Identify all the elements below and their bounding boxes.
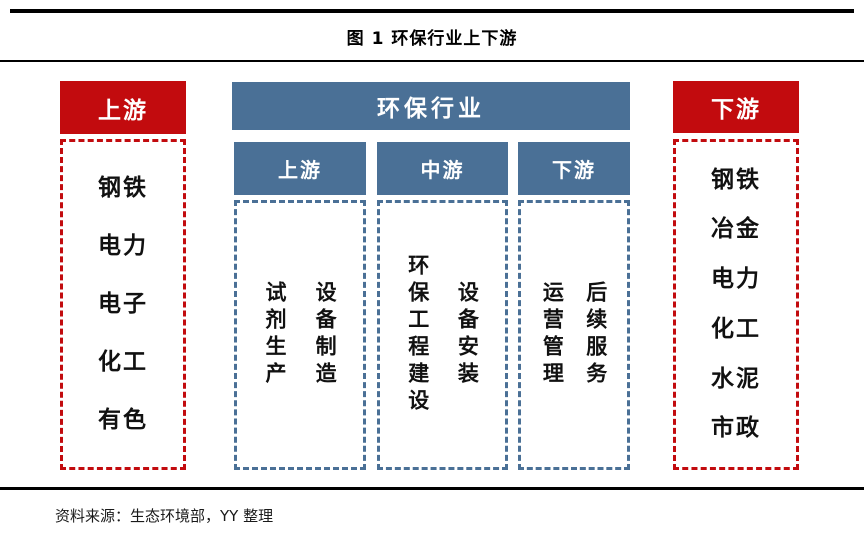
bottom-divider xyxy=(0,487,864,490)
segment-box-downstream: 运营管理 后续服务 xyxy=(518,200,630,470)
segment-item: 设备安装 xyxy=(455,281,480,389)
figure-title: 图 1 环保行业上下游 xyxy=(346,29,518,49)
segment-header-midstream: 中游 xyxy=(377,142,508,195)
upstream-item: 有色 xyxy=(98,407,148,433)
downstream-item: 市政 xyxy=(711,415,761,442)
upstream-item: 电力 xyxy=(98,233,148,259)
downstream-item: 化工 xyxy=(711,315,761,342)
downstream-item: 水泥 xyxy=(711,365,761,392)
upstream-item: 钢铁 xyxy=(98,175,148,201)
downstream-box: 钢铁 冶金 电力 化工 水泥 市政 xyxy=(673,139,799,470)
upstream-box: 钢铁 电力 电子 化工 有色 xyxy=(60,139,186,470)
downstream-item: 冶金 xyxy=(711,216,761,243)
industry-header: 环保行业 xyxy=(232,82,630,130)
segment-item: 设备制造 xyxy=(313,281,338,389)
segment-item: 试剂生产 xyxy=(263,281,288,389)
downstream-item: 电力 xyxy=(711,266,761,293)
segment-header-downstream: 下游 xyxy=(518,142,630,195)
downstream-item: 钢铁 xyxy=(711,166,761,193)
upstream-item: 电子 xyxy=(98,291,148,317)
title-divider xyxy=(0,60,864,62)
source-note: 资料来源：生态环境部，YY 整理 xyxy=(55,507,274,525)
upstream-item: 化工 xyxy=(98,349,148,375)
segment-item: 后续服务 xyxy=(583,281,608,389)
segment-item: 环保工程建设 xyxy=(405,254,430,416)
top-divider xyxy=(10,9,854,13)
upstream-header: 上游 xyxy=(60,81,186,134)
segment-header-upstream: 上游 xyxy=(234,142,366,195)
downstream-header: 下游 xyxy=(673,81,799,133)
segment-box-upstream: 试剂生产 设备制造 xyxy=(234,200,366,470)
segment-item: 运营管理 xyxy=(540,281,565,389)
segment-box-midstream: 环保工程建设 设备安装 xyxy=(377,200,508,470)
